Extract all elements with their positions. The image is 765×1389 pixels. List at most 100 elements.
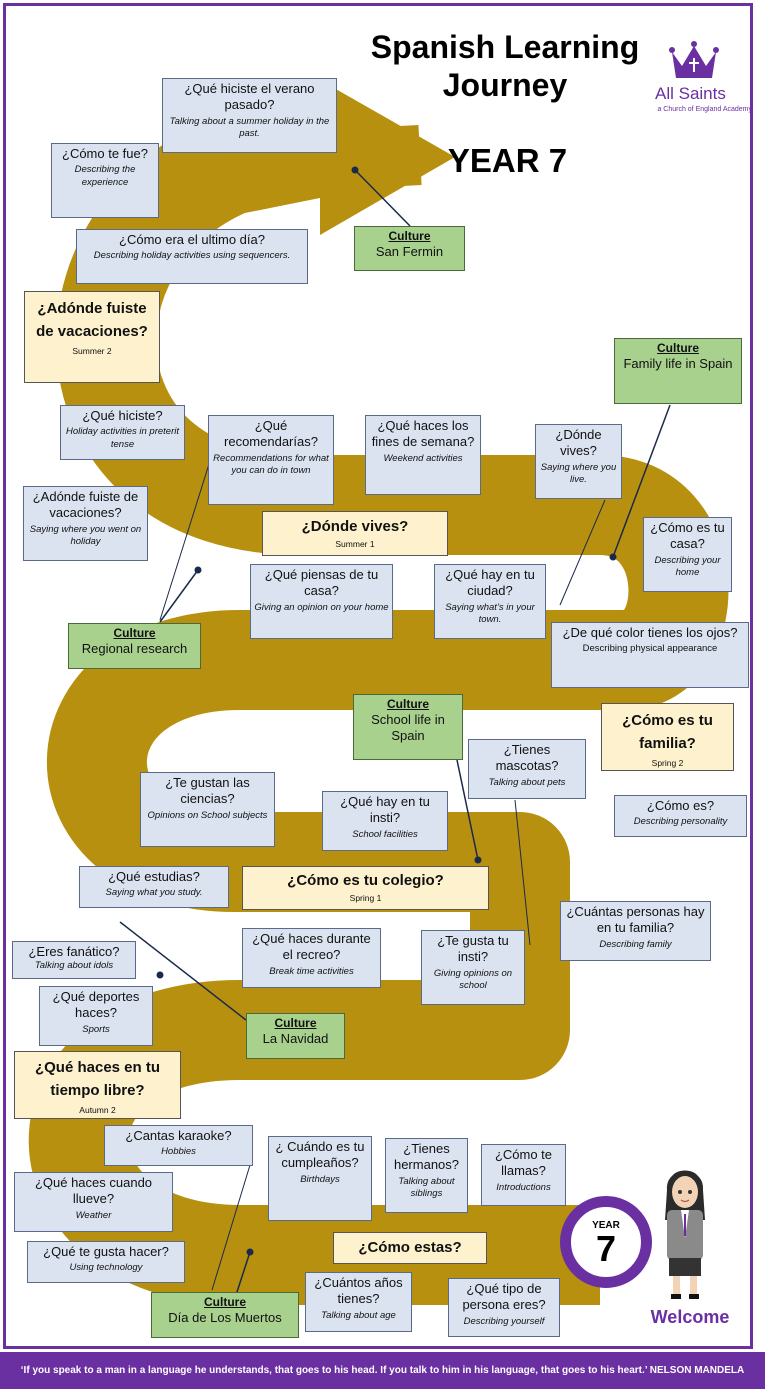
- culture-text: San Fermin: [375, 244, 444, 259]
- lesson-question: ¿Tienes mascotas?: [495, 742, 559, 774]
- quote-banner: ‘If you speak to a man in a language he …: [0, 1352, 765, 1389]
- lesson-description: Saying what’s in your town.: [445, 601, 535, 625]
- lesson-question: ¿Adónde fuiste de vacaciones?: [32, 489, 139, 521]
- lesson-card: ¿Te gusta tu insti? Giving opinions on s…: [421, 930, 525, 1005]
- lesson-card: ¿Cantas karaoke? Hobbies: [104, 1125, 253, 1166]
- lesson-question: ¿Qué haces durante el recreo?: [252, 931, 371, 963]
- lesson-card: ¿Cómo es? Describing personality: [614, 795, 747, 837]
- lesson-description: Recommendations for what you can do in t…: [213, 452, 329, 476]
- badge-number: 7: [595, 1228, 617, 1269]
- lesson-description: School facilities: [352, 828, 418, 840]
- lesson-card: ¿Qué hiciste el verano pasado? Talking a…: [162, 78, 337, 153]
- lesson-question: ¿Qué estudias?: [108, 869, 200, 884]
- lesson-question: ¿Qué hiciste el verano pasado?: [184, 81, 315, 113]
- topic-question: ¿Dónde vives?: [301, 518, 409, 535]
- culture-card-navidad: Culture La Navidad: [246, 1013, 345, 1059]
- connector-dot: [156, 971, 164, 979]
- lesson-description: Saying what you study.: [105, 887, 203, 899]
- lesson-description: Describing yourself: [463, 1315, 545, 1327]
- lesson-description: Describing the experience: [74, 164, 136, 188]
- lesson-card: ¿Qué estudias? Saying what you study.: [79, 866, 229, 908]
- lesson-card: ¿ Cuándo es tu cumpleaños? Birthdays: [268, 1136, 372, 1221]
- topic-card-autumn2: ¿Qué haces en tu tiempo libre? Autumn 2: [14, 1051, 181, 1119]
- lesson-question: ¿Qué tipo de persona eres?: [462, 1281, 546, 1313]
- topic-term: Summer 1: [335, 538, 375, 549]
- topic-card-spring1: ¿Cómo es tu colegio? Spring 1: [242, 866, 489, 910]
- lesson-card: ¿Adónde fuiste de vacaciones? Saying whe…: [23, 486, 148, 561]
- lesson-description: Talking about age: [321, 1309, 396, 1321]
- year-badge: YEAR 7: [560, 1196, 652, 1288]
- lesson-description: Saying where you went on holiday: [29, 523, 142, 547]
- lesson-description: Giving an opinion on your home: [254, 601, 389, 613]
- culture-heading: Culture: [388, 229, 431, 243]
- road-arrow-head: [320, 80, 455, 235]
- welcome-text: Welcome: [650, 1307, 730, 1327]
- lesson-description: Describing physical appearance: [582, 643, 718, 655]
- culture-heading: Culture: [274, 1016, 317, 1030]
- connector-dot: [474, 856, 482, 864]
- topic-card-summer2: ¿Adónde fuiste de vacaciones? Summer 2: [24, 291, 160, 383]
- lesson-card: ¿De qué color tienes los ojos? Describin…: [551, 622, 749, 688]
- culture-heading: Culture: [113, 626, 156, 640]
- culture-text: Día de Los Muertos: [168, 1310, 282, 1325]
- lesson-question: ¿Dónde vives?: [555, 427, 602, 459]
- page-border: [3, 3, 753, 1349]
- lesson-card: ¿Cómo es tu casa? Describing your home: [643, 517, 732, 592]
- lesson-card: ¿Cuántas personas hay en tu familia? Des…: [560, 901, 711, 961]
- lesson-question: ¿Te gusta tu insti?: [437, 933, 509, 965]
- lesson-card: ¿Qué hay en tu ciudad? Saying what’s in …: [434, 564, 546, 639]
- connector-line: [235, 1251, 251, 1296]
- lesson-question: ¿Qué haces los fines de semana?: [371, 418, 475, 450]
- connector-line: [159, 569, 199, 623]
- student-avatar: [665, 1170, 705, 1299]
- lesson-card: ¿Qué haces cuando llueve? Weather: [14, 1172, 173, 1232]
- culture-text: Regional research: [81, 641, 188, 656]
- lesson-question: ¿Qué hay en tu ciudad?: [445, 567, 535, 599]
- lesson-card: ¿Qué tipo de persona eres? Describing yo…: [448, 1278, 560, 1337]
- lesson-card: ¿Cuántos años tienes? Talking about age: [305, 1272, 412, 1332]
- lesson-card: ¿Cómo te llamas? Introductions: [481, 1144, 566, 1206]
- lesson-card: ¿Cómo te fue? Describing the experience: [51, 143, 159, 218]
- culture-heading: Culture: [657, 341, 699, 355]
- lesson-question: ¿Qué deportes haces?: [52, 989, 140, 1021]
- lesson-card: ¿Dónde vives? Saying where you live.: [535, 424, 622, 499]
- year-heading: YEAR 7: [447, 142, 568, 179]
- lesson-description: Describing holiday activities using sequ…: [93, 250, 291, 262]
- lesson-question: ¿Qué haces cuando llueve?: [34, 1175, 153, 1207]
- logo-name: All Saints: [655, 84, 726, 103]
- connector-line: [559, 499, 606, 606]
- crown-icon: [669, 41, 719, 78]
- culture-card-muertos: Culture Día de Los Muertos: [151, 1292, 299, 1338]
- lesson-card: ¿Tienes hermanos? Talking about siblings: [385, 1138, 468, 1213]
- lesson-question: ¿Qué piensas de tu casa?: [264, 567, 379, 599]
- lesson-description: Weekend activities: [383, 452, 463, 464]
- lesson-card: ¿Tienes mascotas? Talking about pets: [468, 739, 586, 799]
- lesson-question: ¿Qué te gusta hacer?: [43, 1244, 169, 1259]
- lesson-description: Using technology: [69, 1262, 143, 1274]
- lesson-question: ¿Cuántos años tienes?: [314, 1275, 403, 1307]
- connector-dot: [609, 553, 617, 561]
- topic-card-spring2: ¿Cómo es tu familia? Spring 2: [601, 703, 734, 771]
- culture-heading: Culture: [387, 697, 429, 711]
- connector-dot: [246, 1248, 254, 1256]
- lesson-card: ¿Qué hiciste? Holiday activities in pret…: [60, 405, 185, 460]
- lesson-question: ¿Cómo era el ultimo día?: [119, 232, 265, 247]
- culture-text: Family life in Spain: [623, 356, 733, 371]
- culture-card-family-life: Culture Family life in Spain: [614, 338, 742, 404]
- culture-card-san-fermin: Culture San Fermin: [354, 226, 465, 271]
- lesson-description: Weather: [75, 1209, 112, 1221]
- lesson-description: Sports: [82, 1023, 110, 1035]
- topic-term: Autumn 2: [79, 1104, 116, 1115]
- topic-term: Summer 2: [72, 345, 112, 356]
- lesson-question: ¿Te gustan las ciencias?: [165, 775, 250, 807]
- connector-line: [119, 921, 247, 1021]
- title-line-1: Spanish Learning: [370, 29, 640, 65]
- lesson-card: ¿Qué hay en tu insti? School facilities: [322, 791, 448, 851]
- page-title: Spanish Learning Journey: [340, 28, 670, 104]
- topic-card-autumn1: ¿Cómo estas?: [333, 1232, 487, 1264]
- lesson-question: ¿Qué hiciste?: [82, 408, 163, 423]
- lesson-description: Talking about pets: [488, 776, 566, 788]
- lesson-description: Opinions on School subjects: [147, 809, 268, 821]
- culture-card-school-life: Culture School life in Spain: [353, 694, 463, 760]
- topic-question: ¿Cómo es tu familia?: [622, 712, 713, 753]
